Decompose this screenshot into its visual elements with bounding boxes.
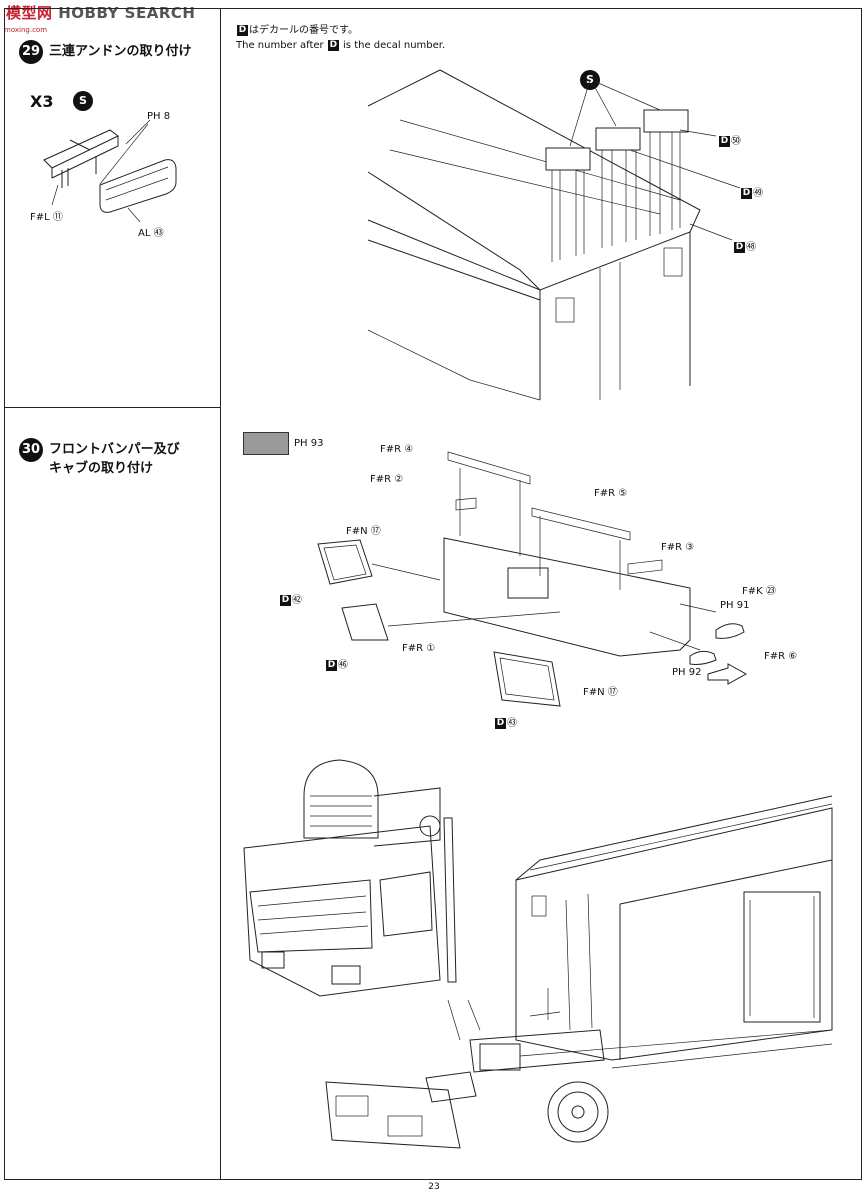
- page-frame: [4, 8, 862, 1180]
- step29-title: 三連アンドンの取り付け: [49, 44, 192, 59]
- column-divider: [220, 8, 221, 1180]
- label-fr5: F#R ⑤: [594, 488, 628, 499]
- label-fr6: F#R ⑥: [764, 651, 798, 662]
- color-swatch: [243, 432, 289, 455]
- decal-note-en-prefix: The number after: [236, 40, 324, 51]
- step30-title-line1: フロントバンパー及び: [49, 442, 180, 457]
- label-fk23: F#K ㉓: [742, 586, 776, 597]
- trailer-roof-drawing: [367, 69, 741, 401]
- step29-qty-marks: X3: [30, 92, 54, 111]
- page-number: 23: [428, 1182, 440, 1192]
- step29-number: 29: [19, 40, 43, 64]
- label-fr1: F#R ①: [402, 643, 436, 654]
- label-ph8: PH 8: [147, 111, 171, 122]
- label-fr3: F#R ③: [661, 542, 695, 553]
- step-divider: [4, 407, 220, 408]
- decal-note-en: The number after D is the decal number.: [236, 39, 445, 53]
- label-ph91: PH 91: [720, 600, 750, 611]
- swatch-label: PH 93: [294, 438, 324, 449]
- decal-mark: D: [237, 24, 248, 36]
- decal-mark: D: [327, 39, 339, 51]
- decal-note-en-suffix: is the decal number.: [343, 40, 446, 51]
- label-ph92: PH 92: [672, 667, 702, 678]
- truck-assembly-drawing: [243, 759, 833, 1149]
- decal-note-jp-text: はデカールの番号です。: [249, 25, 358, 36]
- label-fn17b: F#N ⑰: [583, 687, 618, 698]
- label-fr4: F#R ④: [380, 444, 414, 455]
- step29-s-icon: S: [73, 91, 93, 111]
- label-al53: AL ㊸: [138, 228, 164, 239]
- label-fn17a: F#N ⑰: [346, 526, 381, 537]
- watermark-url: moxing.com: [4, 26, 48, 34]
- label-fr2: F#R ②: [370, 474, 404, 485]
- step30-number: 30: [19, 438, 43, 462]
- step30-title-line2: キャブの取り付け: [49, 461, 154, 476]
- lamp-assembly-drawing: [43, 119, 177, 223]
- label-fl11: F#L ⑪: [30, 212, 63, 223]
- bumper-exploded-drawing: [317, 451, 748, 707]
